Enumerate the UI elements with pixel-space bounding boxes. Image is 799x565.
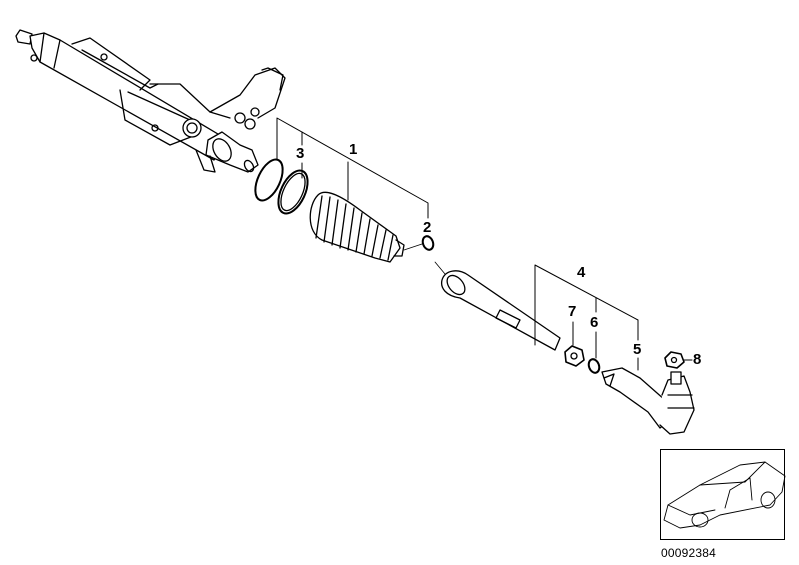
callout-7: 7 (568, 303, 577, 320)
inner-tie-rod (434, 261, 561, 351)
callout-8: 8 (693, 351, 702, 368)
bellows-boot (309, 191, 405, 263)
clamp-ring-3 (277, 169, 309, 215)
tie-rod-end (601, 367, 695, 435)
callout-2: 2 (423, 219, 432, 236)
vehicle-inset-frame (660, 449, 785, 540)
callout-5: 5 (633, 341, 642, 358)
o-ring (254, 158, 284, 202)
callout-6: 6 (590, 314, 599, 331)
clamp-2 (421, 235, 435, 251)
callout-4: 4 (577, 264, 586, 281)
callout-3: 3 (296, 145, 305, 162)
steering-rack-housing (15, 29, 286, 173)
vehicle-location-thumbnail (663, 461, 786, 529)
callout-leaders (276, 117, 693, 371)
clamp-6 (587, 358, 601, 374)
self-locking-nut-8 (664, 351, 685, 369)
nut-7 (564, 345, 585, 367)
callout-1: 1 (349, 141, 358, 158)
diagram-code: 00092384 (661, 546, 716, 560)
